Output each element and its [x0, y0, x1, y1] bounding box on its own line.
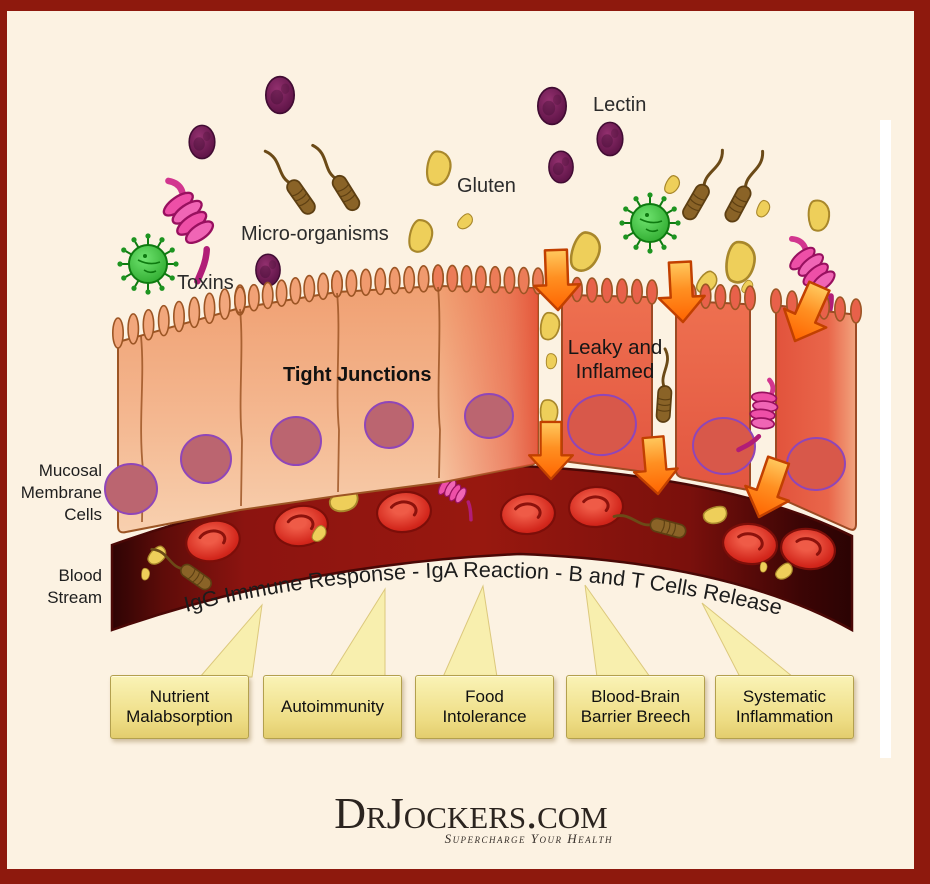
gluten-particle [406, 217, 436, 255]
transition-shading [438, 286, 538, 483]
microbe-particle [260, 143, 320, 219]
callout-label: Nutrient Malabsorption [126, 687, 233, 726]
cell-nucleus [364, 401, 414, 449]
callout-label: Autoimmunity [281, 697, 384, 716]
microbe-particle [678, 146, 733, 224]
callout-nutrient-malabsorption: Nutrient Malabsorption [110, 675, 249, 739]
gluten-particle [566, 228, 605, 276]
virus-particle [618, 191, 682, 255]
label-blood-stream: Blood Stream [47, 566, 102, 607]
brand-wordmark: DrJockers.com [334, 789, 608, 838]
callout-label: Blood-Brain Barrier Breech [580, 687, 691, 726]
label-mucosal-membrane-cells: Mucosal Membrane Cells [20, 461, 102, 524]
label-tight-junctions: Tight Junctions [283, 364, 432, 386]
callout-autoimmunity: Autoimmunity [263, 675, 402, 739]
label-micro-organisms: Micro-organisms [241, 223, 389, 245]
label-lectin: Lectin [593, 94, 647, 116]
callout-pointer-beams [198, 584, 795, 678]
lectin-particle [188, 124, 216, 160]
gluten-particle [141, 567, 150, 581]
gluten-particle [806, 198, 832, 233]
gluten-particle [754, 198, 773, 220]
cell-nucleus [104, 463, 158, 515]
cell-nuclei [104, 393, 846, 515]
lectin-particle [255, 253, 281, 287]
gluten-particle [424, 149, 453, 188]
label-toxins: Toxins [177, 272, 234, 294]
inflamed-cell [775, 305, 857, 531]
white-strip [880, 120, 891, 758]
site-logo: DrJockers.com Supercharge Your Health [325, 791, 617, 847]
cell-nucleus [464, 393, 514, 439]
gluten-particle [759, 561, 768, 573]
gluten-particle [723, 239, 758, 286]
gluten-particle [545, 353, 558, 370]
lectin-particle [548, 150, 574, 184]
tight-junction-clefts [140, 286, 441, 523]
gluten-particle [662, 173, 683, 197]
microbe-particle [307, 138, 364, 215]
lectin-particle [596, 121, 624, 157]
callout-blood-brain-barrier: Blood-Brain Barrier Breech [566, 675, 705, 739]
label-leaky-inflamed: Leaky and Inflamed [567, 336, 663, 383]
label-gluten: Gluten [457, 175, 516, 197]
callout-systematic-inflammation: Systematic Inflammation [715, 675, 854, 739]
cell-nucleus [567, 393, 637, 457]
cell-nucleus [180, 434, 232, 484]
callout-label: Systematic Inflammation [735, 687, 834, 726]
cell-nucleus [270, 416, 322, 466]
callout-label: Food Intolerance [442, 687, 527, 726]
lectin-particle [264, 75, 296, 115]
lectin-particle [536, 86, 568, 126]
brand-tagline: Supercharge Your Health [444, 831, 613, 846]
gluten-particle [455, 211, 476, 233]
callout-food-intolerance: Food Intolerance [415, 675, 554, 739]
cell-nucleus [692, 416, 756, 476]
virus-particle [116, 232, 180, 296]
